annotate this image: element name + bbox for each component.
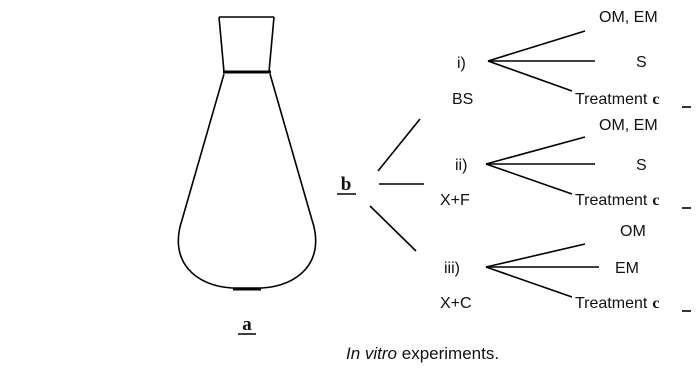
- group-i-number: i): [457, 55, 466, 72]
- group-iii-line-top: [485, 243, 586, 268]
- group-i-sample: BS: [452, 91, 473, 108]
- group-iii-number: iii): [444, 260, 460, 277]
- group-iii-sample: X+C: [440, 295, 472, 312]
- flask-neck-left: [218, 16, 225, 73]
- caption-rest: experiments.: [397, 344, 499, 363]
- group-ii-sample: X+F: [440, 192, 470, 209]
- group-ii-output-middle: S: [636, 157, 647, 174]
- flask-label: a: [242, 314, 252, 335]
- group-i-output-top: OM, EM: [599, 9, 658, 26]
- flask-neck-right: [268, 16, 275, 73]
- group-i-output-middle: S: [636, 54, 647, 71]
- caption-italic: In vitro: [346, 344, 397, 363]
- figure-caption: In vitro experiments.: [346, 344, 499, 363]
- group-i-line-bottom: [487, 60, 573, 92]
- branch-label: b: [341, 174, 352, 195]
- group-i-line-top: [487, 30, 586, 62]
- group-iii-treatment-suffix: c: [652, 295, 659, 312]
- branch-line-up: [377, 118, 421, 172]
- group-i-treatment-suffix: c: [652, 91, 659, 108]
- group-iii-output-top: OM: [620, 223, 646, 240]
- group-ii-output-top: OM, EM: [599, 117, 658, 134]
- flask-body: [177, 73, 317, 289]
- group-iii-output-middle: EM: [615, 260, 639, 277]
- group-ii-line-bottom: [485, 163, 573, 195]
- flask: [177, 16, 317, 291]
- group-iii-line-bottom: [485, 266, 573, 298]
- group-iii-treatment-text: Treatment: [575, 295, 648, 312]
- group-ii-treatment-text: Treatment: [575, 192, 648, 209]
- branch-line-down: [369, 205, 417, 252]
- group-ii-line-top: [485, 136, 586, 165]
- group-ii-number: ii): [455, 157, 467, 174]
- group-ii-treatment-suffix: c: [652, 192, 659, 209]
- group-i-treatment-text: Treatment: [575, 91, 648, 108]
